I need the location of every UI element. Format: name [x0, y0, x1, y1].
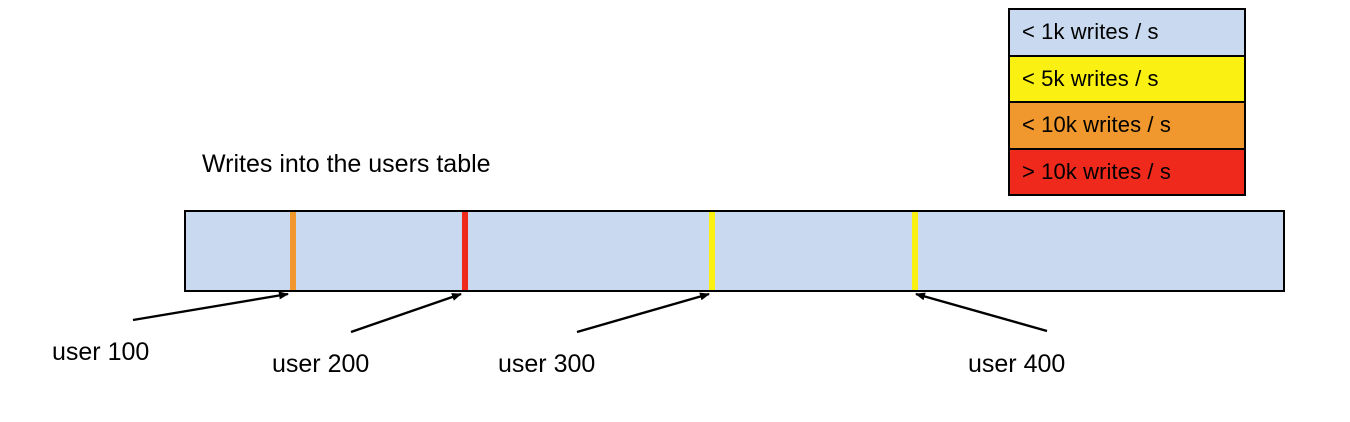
marker-user-400 [912, 212, 919, 290]
label-user-400: user 400 [968, 350, 1066, 378]
legend-row-under-10k: < 10k writes / s [1010, 103, 1244, 150]
users-table-band [184, 210, 1285, 292]
legend-label-over-10k: > 10k writes / s [1022, 158, 1171, 184]
leader-line-user-200 [350, 292, 462, 334]
legend-row-under-1k: < 1k writes / s [1010, 10, 1244, 57]
marker-user-300 [709, 212, 716, 290]
leader-line-user-300 [576, 292, 710, 334]
legend-row-under-5k: < 5k writes / s [1010, 56, 1244, 103]
leader-line-user-100 [132, 291, 289, 322]
label-user-300: user 300 [498, 350, 596, 378]
write-rate-legend: < 1k writes / s < 5k writes / s < 10k wr… [1008, 8, 1246, 196]
marker-user-200 [462, 212, 469, 290]
chart-title: Writes into the users table [202, 150, 491, 178]
legend-label-under-1k: < 1k writes / s [1022, 19, 1159, 45]
legend-row-over-10k: > 10k writes / s [1010, 149, 1244, 194]
leader-line-user-400 [915, 292, 1048, 333]
label-user-100: user 100 [52, 338, 150, 366]
legend-label-under-5k: < 5k writes / s [1022, 65, 1159, 91]
label-user-200: user 200 [272, 350, 370, 378]
marker-user-100 [290, 212, 297, 290]
legend-label-under-10k: < 10k writes / s [1022, 112, 1171, 138]
